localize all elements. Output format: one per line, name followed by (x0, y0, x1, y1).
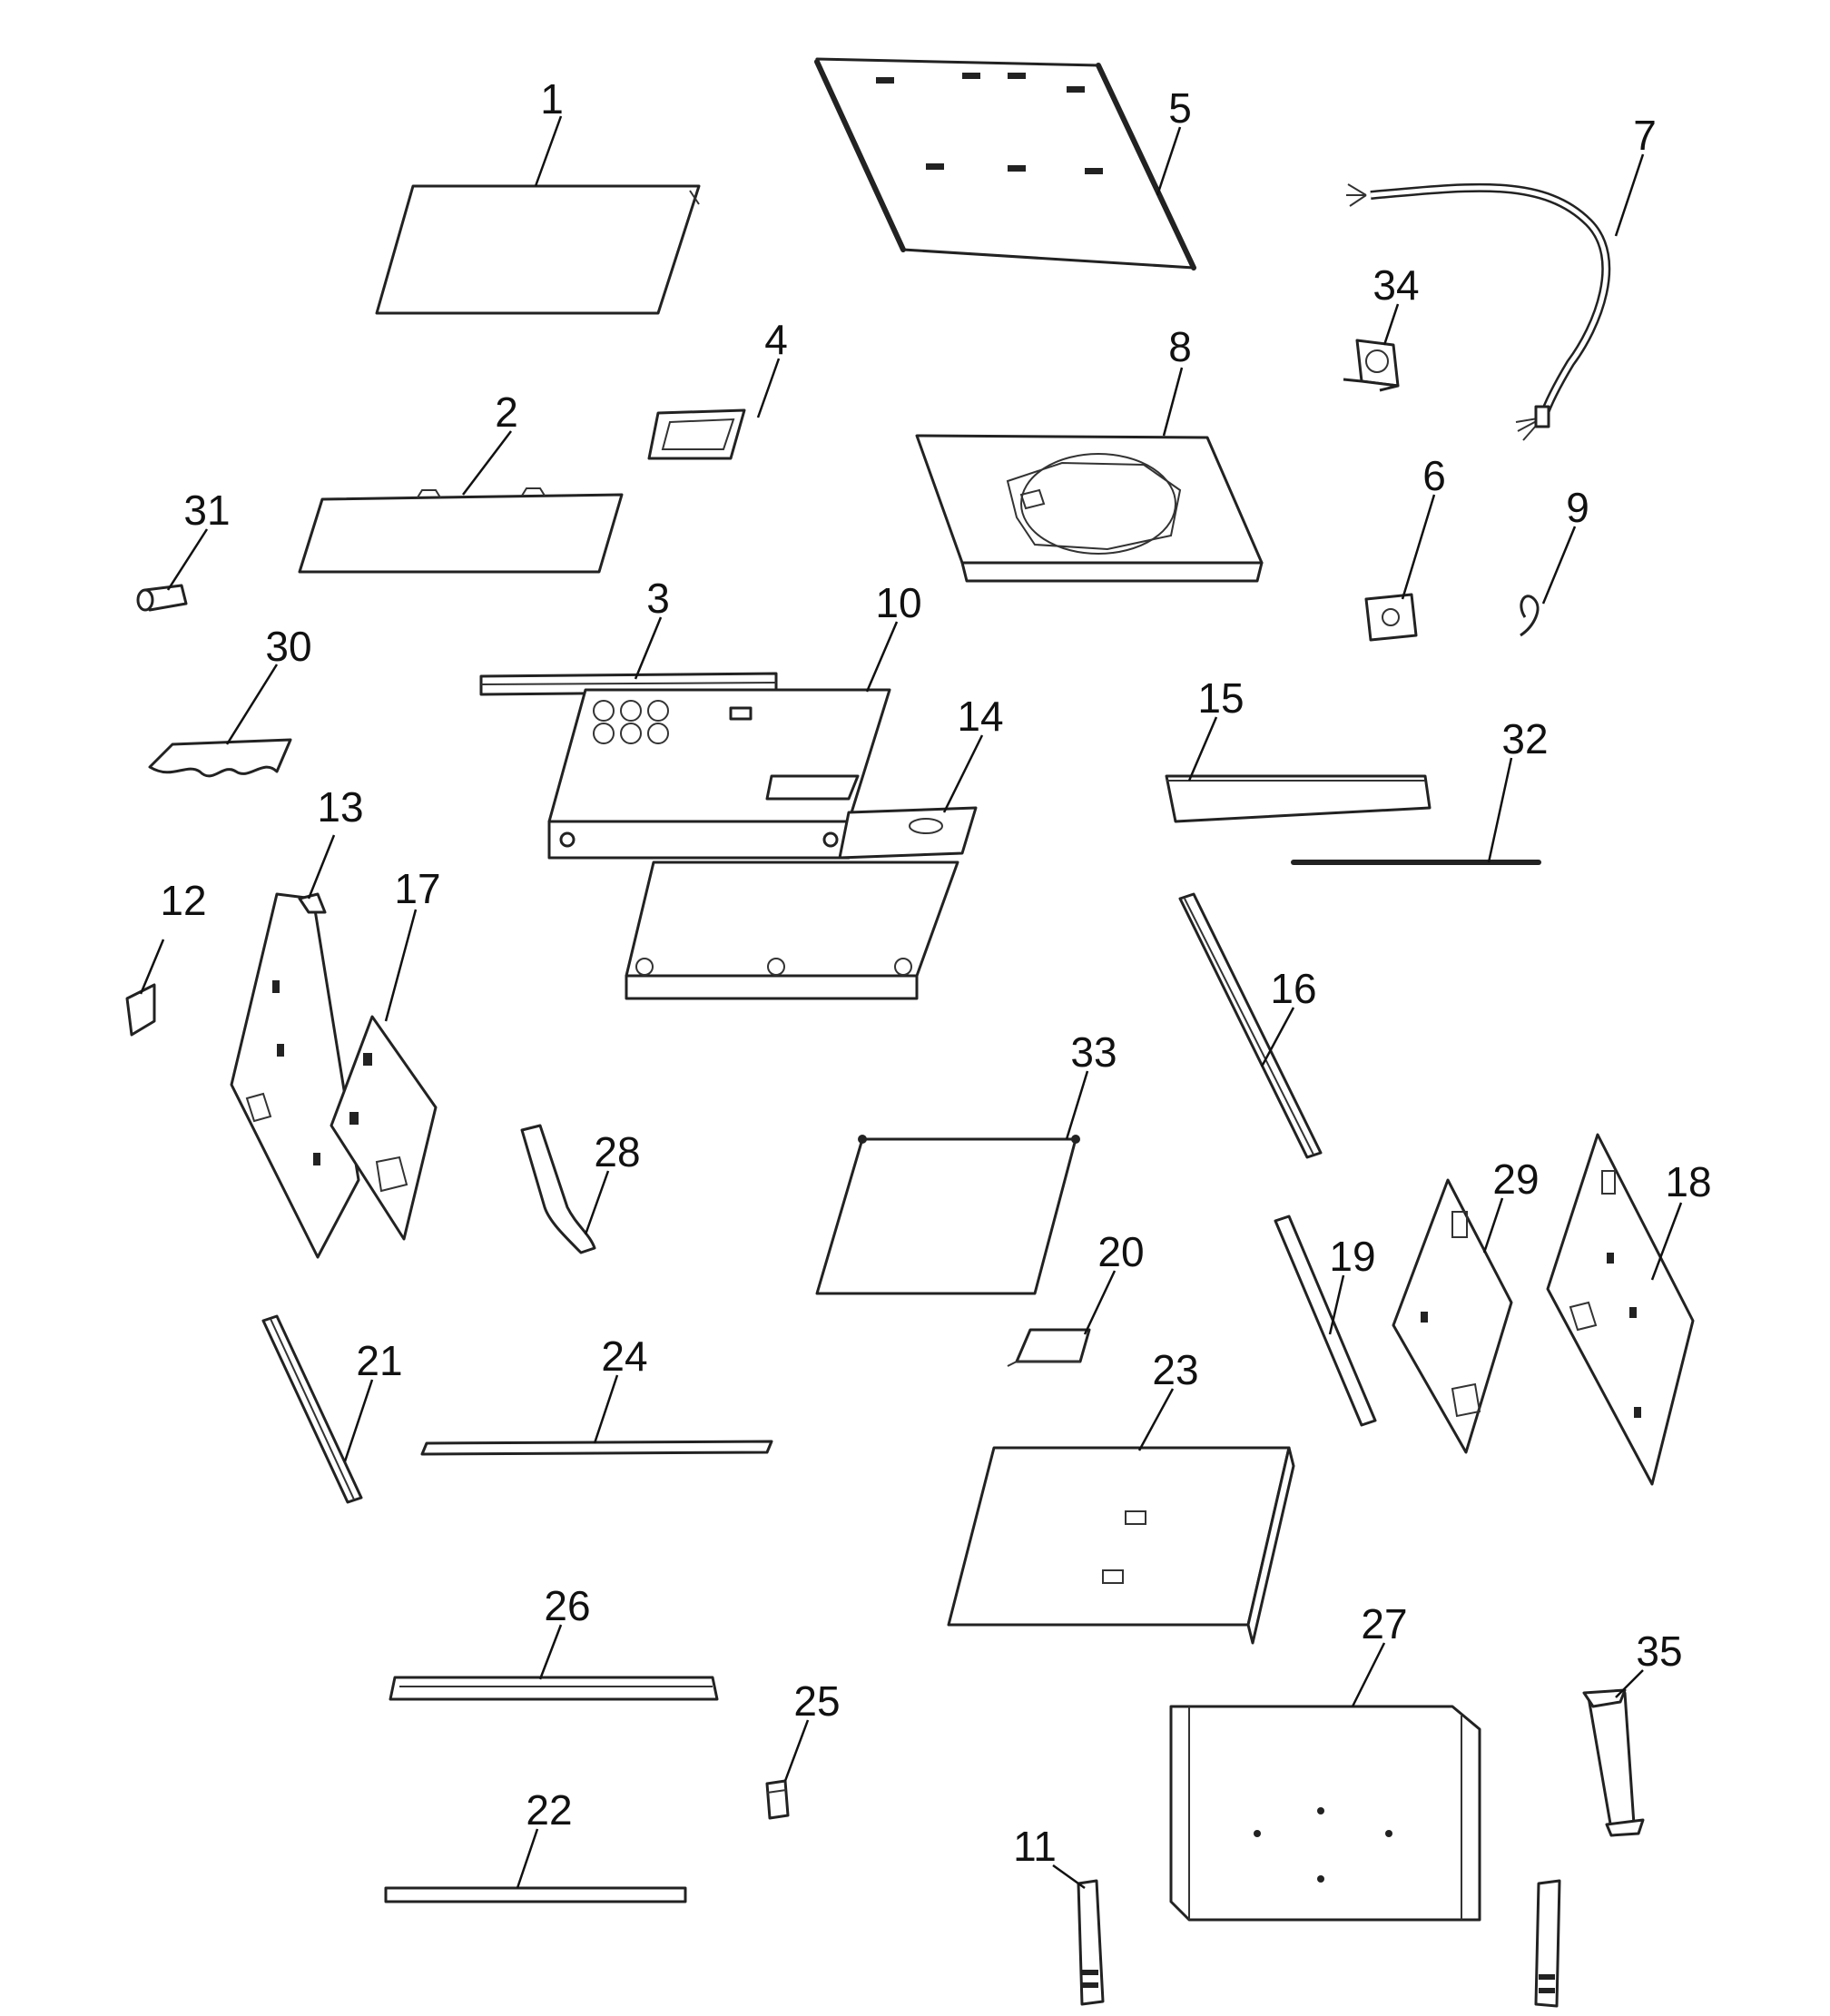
part-19-bar (1274, 1215, 1377, 1427)
callout-17: 17 (394, 865, 440, 912)
part-11-leg-right (1534, 1879, 1561, 2008)
callout-8: 8 (1168, 323, 1192, 370)
part-25-small-block (765, 1779, 790, 1820)
part-11-leg-left (1077, 1879, 1105, 2006)
part-9-wire (1520, 595, 1540, 637)
part-15-channel (1165, 774, 1432, 823)
part-5-top-plate (814, 57, 1196, 270)
callout-12: 12 (160, 877, 206, 924)
callout-27: 27 (1361, 1600, 1407, 1647)
callout-35: 35 (1636, 1628, 1682, 1675)
callout-31: 31 (183, 487, 230, 534)
part-17-side-panel (330, 1015, 438, 1241)
part-2-panel (298, 487, 624, 574)
part-24-flat-strip (420, 1440, 773, 1456)
callout-32: 32 (1501, 715, 1548, 762)
part-1-panel (375, 184, 701, 315)
lower-tray (625, 860, 959, 1000)
callout-4: 4 (764, 316, 788, 363)
callout-2: 2 (495, 388, 518, 436)
part-33-frame (815, 1135, 1080, 1295)
callout-7: 7 (1633, 112, 1657, 159)
callout-33: 33 (1070, 1028, 1117, 1076)
part-28-curved-bracket (520, 1124, 596, 1254)
part-7-wire-harness (1346, 182, 1611, 441)
part-22-strip (384, 1886, 687, 1903)
part-26-channel-strip (389, 1676, 719, 1701)
part-20-small-bracket (1007, 1328, 1091, 1367)
callout-15: 15 (1197, 674, 1244, 722)
part-6-bracket (1364, 593, 1418, 642)
part-12-small-plate (125, 983, 156, 1037)
callout-28: 28 (594, 1128, 640, 1175)
part-10-control-board (547, 688, 891, 860)
part-27-rear-housing (1169, 1705, 1481, 1922)
callout-1: 1 (540, 75, 564, 123)
callout-16: 16 (1270, 965, 1316, 1012)
callout-5: 5 (1168, 84, 1192, 132)
callout-21: 21 (356, 1337, 402, 1384)
callout-13: 13 (317, 783, 363, 831)
part-35-upright-bracket (1582, 1688, 1645, 1837)
callout-19: 19 (1329, 1233, 1375, 1280)
part-16-long-bar (1178, 892, 1323, 1159)
callout-9: 9 (1566, 484, 1589, 531)
callout-30: 30 (265, 623, 311, 670)
part-13-side-panel (230, 892, 360, 1259)
callout-3: 3 (646, 575, 670, 622)
callout-10: 10 (875, 579, 921, 626)
callout-18: 18 (1665, 1158, 1711, 1205)
callout-29: 29 (1492, 1156, 1539, 1203)
part-31-pin (136, 584, 188, 612)
part-4-small-frame (647, 408, 746, 460)
part-34-bracket (1343, 339, 1400, 392)
callout-22: 22 (526, 1786, 572, 1834)
part-29-side-panel (1392, 1178, 1513, 1454)
part-21-bar (261, 1314, 363, 1504)
callout-20: 20 (1097, 1228, 1144, 1275)
callout-26: 26 (544, 1582, 590, 1629)
callout-14: 14 (957, 693, 1003, 740)
callout-6: 6 (1422, 452, 1446, 499)
callout-11: 11 (1013, 1823, 1057, 1870)
callout-24: 24 (601, 1333, 647, 1380)
leader-lines (139, 115, 1683, 1890)
callout-23: 23 (1152, 1346, 1198, 1393)
part-23-bottom-plate (947, 1446, 1295, 1645)
callout-labels: 1 2 3 4 5 6 7 8 9 10 11 12 13 14 15 16 1… (160, 75, 1711, 1870)
callout-25: 25 (793, 1677, 840, 1725)
part-30-bracket (148, 738, 292, 778)
callout-34: 34 (1372, 261, 1419, 309)
part-8-fan-plate (915, 434, 1264, 583)
